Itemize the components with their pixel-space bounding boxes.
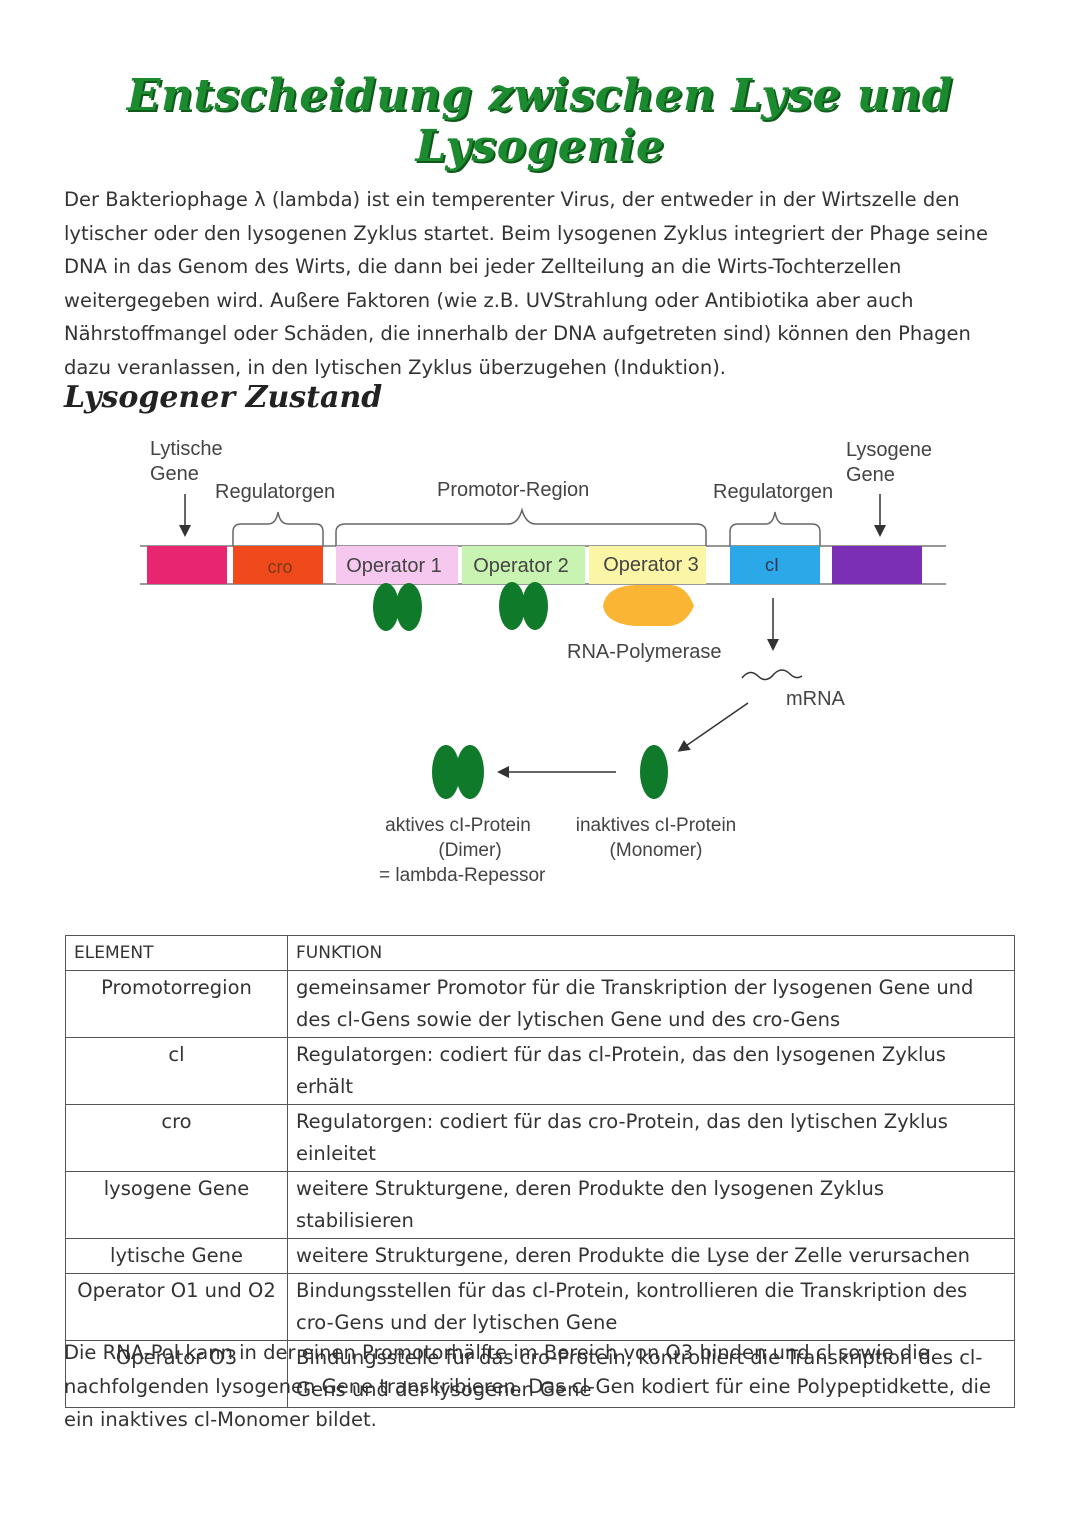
segment-lysogenic-genes (832, 546, 922, 584)
inactive-monomer (640, 745, 668, 799)
label-regulator-right: Regulatorgen (713, 481, 833, 503)
brace-ci (729, 511, 821, 547)
cell-element: cro (65, 1104, 288, 1172)
cell-function: Bindungsstellen für das cl-Protein, kont… (287, 1273, 1015, 1341)
arrow-translation (677, 702, 749, 752)
repressor-dimer-o2 (499, 582, 548, 630)
active-dimer (432, 745, 484, 799)
mrna-squiggle (741, 669, 803, 681)
cell-function: Regulatorgen: codiert für das cro-Protei… (287, 1104, 1015, 1172)
segment-operator-2 (462, 546, 585, 584)
table-row: lytische Gene weitere Strukturgene, dere… (65, 1238, 1015, 1274)
label-cro: cro (267, 557, 292, 577)
repressor-dimer-o1 (373, 583, 422, 631)
segment-operator-3 (589, 546, 706, 584)
rna-polymerase-shape (603, 585, 694, 626)
segment-ci (730, 546, 820, 584)
cell-function: weitere Strukturgene, deren Produkte die… (287, 1238, 1015, 1274)
brace-cro (232, 511, 324, 547)
label-lytic-genes-2: Gene (150, 463, 199, 485)
label-lysogenic-genes-1: Lysogene (846, 439, 932, 461)
cell-function: Bindungsstelle für das cro-Protein, kont… (287, 1340, 1015, 1408)
cell-element: Operator O1 und O2 (65, 1273, 288, 1341)
label-promoter-region: Promotor-Region (437, 479, 589, 501)
segment-lytic-genes (147, 546, 227, 584)
table-row: cl Regulatorgen: codiert für das cl-Prot… (65, 1037, 1015, 1105)
table-row: Operator O1 und O2 Bindungsstellen für d… (65, 1273, 1015, 1341)
cell-function: Regulatorgen: codiert für das cl-Protein… (287, 1037, 1015, 1105)
label-lysogenic-genes-2: Gene (846, 464, 895, 486)
label-rna-polymerase: RNA-Polymerase (567, 641, 721, 663)
cell-element: cl (65, 1037, 288, 1105)
table-row: lysogene Gene weitere Strukturgene, dere… (65, 1171, 1015, 1239)
header-function: FUNKTION (287, 935, 1015, 971)
label-active-protein-3: = lambda-Repessor (379, 865, 546, 886)
intro-paragraph: Der Bakteriophage λ (lambda) ist ein tem… (64, 188, 988, 379)
outro-paragraph: Die RNA-Pol kann in der einen Promotorhä… (64, 1341, 991, 1431)
section-heading: Lysogener Zustand (64, 380, 383, 415)
label-inactive-protein-1: inaktives cI-Protein (576, 815, 737, 836)
header-element: ELEMENT (65, 935, 288, 971)
label-regulator-left: Regulatorgen (215, 481, 335, 503)
segment-operator-1 (336, 546, 458, 584)
table-row: Promotorregion gemeinsamer Promotor für … (65, 970, 1015, 1038)
label-ci: cI (765, 555, 779, 575)
label-lytic-genes-1: Lytische (150, 438, 223, 460)
label-active-protein-2: (Dimer) (438, 840, 501, 861)
cell-element: lysogene Gene (65, 1171, 288, 1239)
table-header-row: ELEMENT FUNKTION (65, 935, 1015, 971)
label-operator-3: Operator 3 (603, 554, 699, 576)
label-mrna: mRNA (786, 688, 846, 710)
lambda-regulation-diagram: Lytische Gene Regulatorgen Promotor-Regi… (140, 438, 946, 886)
function-table: ELEMENT FUNKTION Promotorregion gemeinsa… (65, 935, 1015, 1408)
segment-cro (233, 546, 323, 584)
label-operator-2: Operator 2 (473, 555, 569, 577)
cell-element: Promotorregion (65, 970, 288, 1038)
label-inactive-protein-2: (Monomer) (610, 840, 703, 861)
page-title: Entscheidung zwischen Lyse und Lysogenie (126, 70, 954, 172)
label-active-protein-1: aktives cI-Protein (385, 815, 531, 836)
cell-element: lytische Gene (65, 1238, 288, 1274)
cell-function: gemeinsamer Promotor für die Transkripti… (287, 970, 1015, 1038)
brace-promoter (335, 507, 707, 547)
table-row: Operator O3 Bindungsstelle für das cro-P… (65, 1340, 1015, 1408)
cell-function: weitere Strukturgene, deren Produkte den… (287, 1171, 1015, 1239)
cell-element: Operator O3 (65, 1340, 288, 1408)
label-operator-1: Operator 1 (346, 555, 442, 577)
table-row: cro Regulatorgen: codiert für das cro-Pr… (65, 1104, 1015, 1172)
